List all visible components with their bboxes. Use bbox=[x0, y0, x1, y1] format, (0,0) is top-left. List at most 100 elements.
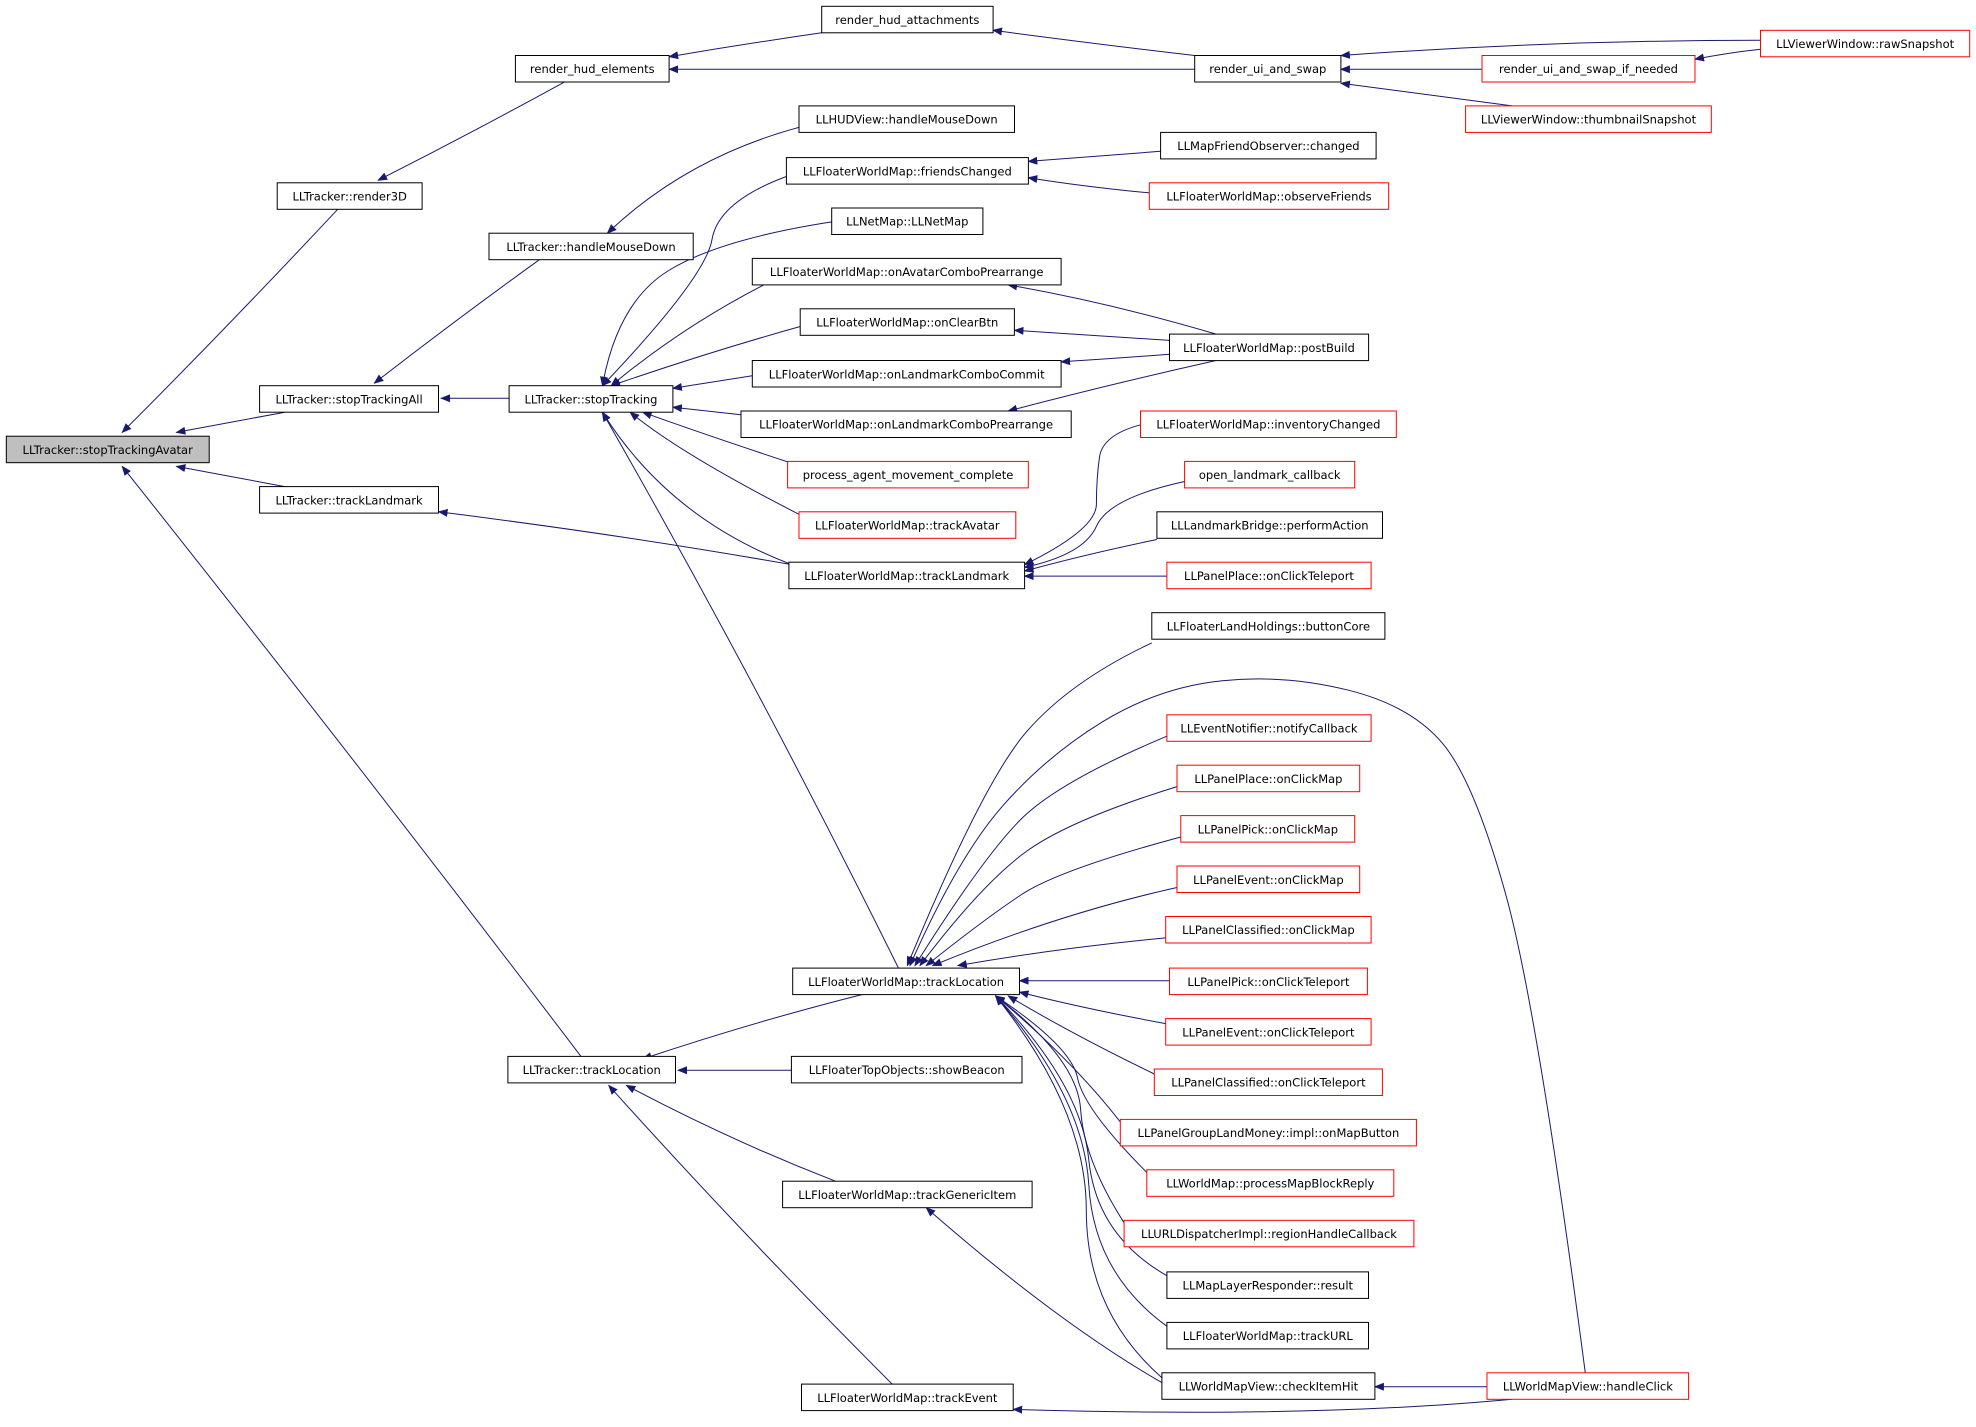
node-mapLayerResponderResult[interactable]: LLMapLayerResponder::result bbox=[1166, 1271, 1370, 1299]
node-panelClassifiedOnClickTeleport[interactable]: LLPanelClassified::onClickTeleport bbox=[1153, 1068, 1383, 1096]
node-box[interactable] bbox=[1176, 865, 1361, 893]
node-box[interactable] bbox=[1184, 460, 1356, 489]
node-mapFriendObserverChanged[interactable]: LLMapFriendObserver::changed bbox=[1160, 131, 1377, 160]
node-box[interactable] bbox=[259, 385, 439, 413]
node-onAvatarComboPrearrange[interactable]: LLFloaterWorldMap::onAvatarComboPrearran… bbox=[751, 257, 1062, 286]
node-box[interactable] bbox=[514, 55, 670, 83]
node-box[interactable] bbox=[785, 157, 1029, 185]
node-worldMapViewHandleClick[interactable]: LLWorldMapView::handleClick bbox=[1486, 1372, 1690, 1400]
node-panelPlaceOnClickTeleport[interactable]: LLPanelPlace::onClickTeleport bbox=[1166, 561, 1372, 590]
node-regionHandleCallback[interactable]: LLURLDispatcherImpl::regionHandleCallbac… bbox=[1123, 1219, 1415, 1248]
node-box[interactable] bbox=[792, 967, 1021, 996]
node-renderUiAndSwap[interactable]: render_ui_and_swap bbox=[1194, 55, 1342, 83]
node-box[interactable] bbox=[1165, 1018, 1372, 1046]
node-box[interactable] bbox=[488, 232, 694, 261]
node-box[interactable] bbox=[1180, 815, 1356, 843]
node-onLandmarkComboCommit[interactable]: LLFloaterWorldMap::onLandmarkComboCommit bbox=[751, 360, 1062, 388]
node-processAgentMovementComplete[interactable]: process_agent_movement_complete bbox=[787, 460, 1029, 489]
node-panelEventOnClickMap[interactable]: LLPanelEvent::onClickMap bbox=[1176, 865, 1361, 893]
node-processMapBlockReply[interactable]: LLWorldMap::processMapBlockReply bbox=[1146, 1169, 1395, 1197]
node-trackLocationT[interactable]: LLTracker::trackLocation bbox=[507, 1055, 676, 1084]
node-fwmTrackGenericItem[interactable]: LLFloaterWorldMap::trackGenericItem bbox=[782, 1180, 1033, 1209]
node-box[interactable] bbox=[790, 1055, 1023, 1084]
node-box[interactable] bbox=[1465, 105, 1712, 133]
node-box[interactable] bbox=[508, 385, 674, 413]
node-box[interactable] bbox=[1169, 333, 1370, 362]
node-onLandmarkComboPrearrange[interactable]: LLFloaterWorldMap::onLandmarkComboPrearr… bbox=[740, 410, 1072, 438]
node-fwmTrackLandmark[interactable]: LLFloaterWorldMap::trackLandmark bbox=[788, 561, 1026, 590]
node-box[interactable] bbox=[1161, 1372, 1376, 1400]
node-eventNotifierNotifyCallback[interactable]: LLEventNotifier::notifyCallback bbox=[1166, 714, 1372, 742]
node-box[interactable] bbox=[751, 257, 1062, 286]
node-openLandmarkCallback[interactable]: open_landmark_callback bbox=[1184, 460, 1356, 489]
node-box[interactable] bbox=[1146, 1169, 1395, 1197]
node-box[interactable] bbox=[751, 360, 1062, 388]
node-observeFriends[interactable]: LLFloaterWorldMap::observeFriends bbox=[1148, 182, 1390, 210]
node-stopTracking[interactable]: LLTracker::stopTracking bbox=[508, 385, 674, 413]
node-box[interactable] bbox=[821, 5, 994, 34]
node-box[interactable] bbox=[1151, 612, 1386, 640]
node-landmarkBridgePerformAction[interactable]: LLLandmarkBridge::performAction bbox=[1156, 511, 1384, 539]
node-stopTrackingAvatar[interactable]: LLTracker::stopTrackingAvatar bbox=[5, 435, 210, 464]
node-box[interactable] bbox=[1123, 1219, 1415, 1248]
node-friendsChanged[interactable]: LLFloaterWorldMap::friendsChanged bbox=[785, 157, 1029, 185]
node-box[interactable] bbox=[1166, 1321, 1370, 1350]
node-box[interactable] bbox=[1760, 29, 1971, 58]
node-panelPickOnClickMap[interactable]: LLPanelPick::onClickMap bbox=[1180, 815, 1356, 843]
node-renderHudAttachments[interactable]: render_hud_attachments bbox=[821, 5, 994, 34]
node-thumbnailSnapshot[interactable]: LLViewerWindow::thumbnailSnapshot bbox=[1465, 105, 1712, 133]
node-panelGroupLandMoneyOnMapButton[interactable]: LLPanelGroupLandMoney::impl::onMapButton bbox=[1119, 1118, 1417, 1147]
node-box[interactable] bbox=[259, 486, 439, 514]
node-box[interactable] bbox=[1486, 1372, 1690, 1400]
node-render3D[interactable]: LLTracker::render3D bbox=[276, 182, 423, 210]
node-panelPlaceOnClickMap[interactable]: LLPanelPlace::onClickMap bbox=[1176, 764, 1361, 793]
node-onClearBtn[interactable]: LLFloaterWorldMap::onClearBtn bbox=[799, 308, 1015, 336]
node-fwmTrackEvent[interactable]: LLFloaterWorldMap::trackEvent bbox=[801, 1383, 1014, 1412]
node-box[interactable] bbox=[1481, 55, 1696, 83]
node-rawSnapshot[interactable]: LLViewerWindow::rawSnapshot bbox=[1760, 29, 1971, 58]
node-renderHudElements[interactable]: render_hud_elements bbox=[514, 55, 670, 83]
node-box[interactable] bbox=[1140, 410, 1397, 438]
node-box[interactable] bbox=[799, 308, 1015, 336]
node-box[interactable] bbox=[1169, 967, 1368, 996]
node-netMap[interactable]: LLNetMap::LLNetMap bbox=[831, 207, 984, 235]
node-box[interactable] bbox=[1166, 1271, 1370, 1299]
node-box[interactable] bbox=[1153, 1068, 1383, 1096]
node-box[interactable] bbox=[276, 182, 423, 210]
node-box[interactable] bbox=[507, 1055, 676, 1084]
node-stopTrackingAll[interactable]: LLTracker::stopTrackingAll bbox=[259, 385, 439, 413]
node-box[interactable] bbox=[1148, 182, 1390, 210]
node-fwmTrackAvatar[interactable]: LLFloaterWorldMap::trackAvatar bbox=[798, 511, 1017, 539]
node-box[interactable] bbox=[1165, 916, 1372, 944]
node-renderUiAndSwapIfNeeded[interactable]: render_ui_and_swap_if_needed bbox=[1481, 55, 1696, 83]
node-landHoldingsButtonCore[interactable]: LLFloaterLandHoldings::buttonCore bbox=[1151, 612, 1386, 640]
node-box[interactable] bbox=[1194, 55, 1342, 83]
node-box[interactable] bbox=[5, 435, 210, 464]
node-box[interactable] bbox=[798, 511, 1017, 539]
node-postBuild[interactable]: LLFloaterWorldMap::postBuild bbox=[1169, 333, 1370, 362]
node-box[interactable] bbox=[831, 207, 984, 235]
node-box[interactable] bbox=[1176, 764, 1361, 793]
node-box[interactable] bbox=[1166, 561, 1372, 590]
node-box[interactable] bbox=[1166, 714, 1372, 742]
node-box[interactable] bbox=[787, 460, 1029, 489]
node-box[interactable] bbox=[798, 105, 1015, 133]
node-hudViewHandleMouseDown[interactable]: LLHUDView::handleMouseDown bbox=[798, 105, 1015, 133]
node-showBeacon[interactable]: LLFloaterTopObjects::showBeacon bbox=[790, 1055, 1023, 1084]
node-panelPickOnClickTeleport[interactable]: LLPanelPick::onClickTeleport bbox=[1169, 967, 1368, 996]
node-box[interactable] bbox=[1156, 511, 1384, 539]
node-checkItemHit[interactable]: LLWorldMapView::checkItemHit bbox=[1161, 1372, 1376, 1400]
node-box[interactable] bbox=[740, 410, 1072, 438]
node-box[interactable] bbox=[1119, 1118, 1417, 1147]
node-box[interactable] bbox=[1160, 131, 1377, 160]
node-box[interactable] bbox=[782, 1180, 1033, 1209]
node-trackLandmarkT[interactable]: LLTracker::trackLandmark bbox=[259, 486, 439, 514]
node-box[interactable] bbox=[788, 561, 1026, 590]
node-fwmTrackURL[interactable]: LLFloaterWorldMap::trackURL bbox=[1166, 1321, 1370, 1350]
node-handleMouseDownT[interactable]: LLTracker::handleMouseDown bbox=[488, 232, 694, 261]
node-box[interactable] bbox=[801, 1383, 1014, 1412]
node-panelClassifiedOnClickMap[interactable]: LLPanelClassified::onClickMap bbox=[1165, 916, 1372, 944]
node-inventoryChanged[interactable]: LLFloaterWorldMap::inventoryChanged bbox=[1140, 410, 1397, 438]
node-panelEventOnClickTeleport[interactable]: LLPanelEvent::onClickTeleport bbox=[1165, 1018, 1372, 1046]
node-fwmTrackLocation[interactable]: LLFloaterWorldMap::trackLocation bbox=[792, 967, 1021, 996]
